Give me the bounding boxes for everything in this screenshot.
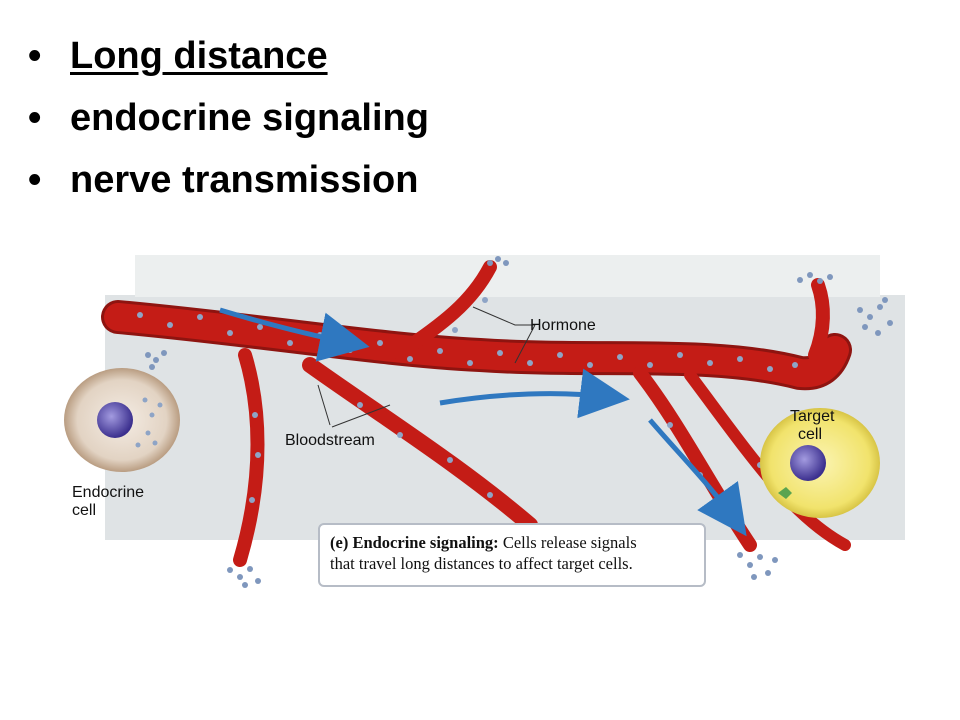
bullet-symbol: • bbox=[28, 159, 42, 201]
endocrine-nucleus bbox=[97, 402, 133, 438]
figure-caption: (e) Endocrine signaling: Cells release s… bbox=[318, 523, 706, 587]
caption-line-2: that travel long distances to affect tar… bbox=[330, 554, 633, 573]
label-target-line2: cell bbox=[798, 426, 823, 443]
bullet-symbol: • bbox=[28, 35, 42, 77]
bullet-text-endocrine: endocrine signaling bbox=[70, 97, 429, 139]
flow-arrow-3 bbox=[648, 418, 747, 537]
flow-arrow-1 bbox=[219, 307, 370, 362]
bullet-item: • nerve transmission bbox=[28, 154, 429, 216]
bullet-item: • endocrine signaling bbox=[28, 92, 429, 154]
bullet-list: • Long distance • endocrine signaling • ner… bbox=[28, 30, 429, 216]
receptor bbox=[778, 487, 792, 499]
caption-rest: Cells release signals bbox=[498, 533, 637, 552]
endocrine-cell bbox=[64, 368, 180, 472]
main-vessel-fill bbox=[104, 303, 849, 388]
caption-bold: (e) Endocrine signaling: bbox=[330, 533, 499, 552]
label-hormone: Hormone bbox=[530, 317, 596, 334]
caption-line-1: (e) Endocrine signaling: Cells release s… bbox=[330, 532, 694, 553]
middle-down-branch bbox=[302, 357, 538, 533]
flow-arrows bbox=[219, 307, 747, 537]
bullet-text-nerve: nerve transmission bbox=[70, 159, 419, 201]
target-nucleus bbox=[790, 445, 826, 481]
endocrine-signaling-figure: Hormone Bloodstream Target cell Endocrin… bbox=[60, 255, 910, 595]
figure-illustration bbox=[64, 255, 905, 588]
left-down-branch bbox=[233, 348, 265, 567]
bullet-symbol: • bbox=[28, 97, 42, 139]
flow-arrow-2 bbox=[439, 368, 630, 419]
hormone-clusters bbox=[145, 256, 893, 588]
label-endocrine-line2: cell bbox=[72, 502, 97, 519]
label-bloodstream: Bloodstream bbox=[285, 432, 375, 449]
bullet-item: • Long distance bbox=[28, 30, 429, 92]
upper-branch bbox=[393, 260, 497, 360]
label-target-line1: Target bbox=[790, 408, 835, 425]
label-endocrine-line1: Endocrine bbox=[72, 484, 145, 501]
target-cell bbox=[760, 408, 880, 518]
bullet-text-long-distance: Long distance bbox=[70, 35, 328, 77]
leader-lines bbox=[317, 306, 536, 428]
right-upper-branch bbox=[808, 278, 830, 362]
